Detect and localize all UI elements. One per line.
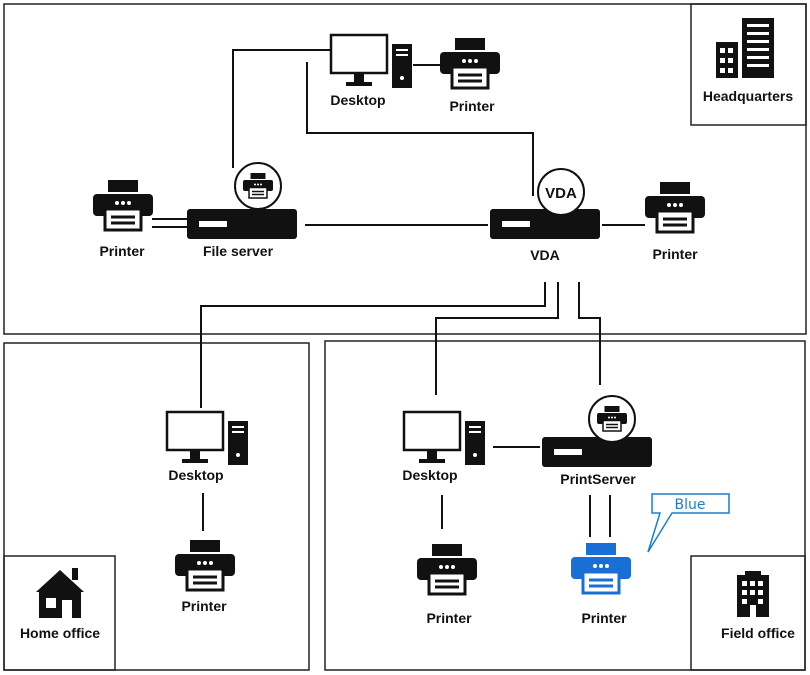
- field-printer-left-icon[interactable]: [415, 542, 479, 596]
- blue-callout-text: Blue: [675, 497, 706, 513]
- headquarters-region: [3, 3, 807, 335]
- file-server-printer-badge-icon: [235, 163, 281, 209]
- link-vda-home-desktop: [200, 282, 546, 408]
- print-server-printer-badge-icon: [589, 396, 635, 442]
- vda-badge-label: VDA: [545, 185, 577, 202]
- hq-printer-right-icon[interactable]: [643, 180, 707, 234]
- field-office-label: Field office: [721, 625, 795, 641]
- headquarters-label: Headquarters: [703, 88, 793, 104]
- hq-printer-left-label: Printer: [99, 243, 145, 259]
- field-office-region: [324, 340, 806, 671]
- home-desktop-icon[interactable]: [165, 410, 250, 467]
- hq-desktop-icon[interactable]: [329, 33, 414, 90]
- field-office-label-box: [690, 555, 806, 671]
- headquarters-label-box: [690, 3, 807, 126]
- link-desktop-fileserver: [232, 49, 332, 168]
- print-server-label: PrintServer: [560, 471, 636, 487]
- hq-printer-left-icon[interactable]: [91, 178, 155, 232]
- link-vda-field-desktop: [435, 282, 559, 395]
- field-office-building-icon: [737, 571, 769, 617]
- field-desktop-label: Desktop: [402, 467, 457, 483]
- home-desktop-label: Desktop: [168, 467, 223, 483]
- field-printer-blue-label: Printer: [581, 610, 627, 626]
- house-icon: [36, 568, 84, 618]
- field-printer-left-label: Printer: [426, 610, 472, 626]
- home-office-label: Home office: [20, 625, 100, 641]
- home-printer-label: Printer: [181, 598, 227, 614]
- link-desktop-vda: [306, 62, 534, 196]
- home-office-region: [3, 342, 310, 671]
- hq-desktop-label: Desktop: [330, 92, 385, 108]
- home-office-label-box: [3, 555, 116, 671]
- field-desktop-icon[interactable]: [402, 410, 487, 467]
- link-vda-printserver: [578, 282, 601, 385]
- home-printer-icon[interactable]: [173, 538, 237, 592]
- hq-printer-top-label: Printer: [449, 98, 495, 114]
- hq-printer-right-label: Printer: [652, 246, 698, 262]
- vda-label: VDA: [530, 247, 560, 263]
- file-server-label: File server: [203, 243, 274, 259]
- headquarters-building-icon: [716, 18, 774, 78]
- connections: [152, 49, 645, 537]
- print-server-icon[interactable]: [542, 437, 652, 467]
- vda-server-icon[interactable]: [490, 209, 600, 239]
- hq-printer-top-icon[interactable]: [438, 36, 502, 90]
- blue-callout: Blue: [647, 493, 730, 553]
- field-printer-blue-icon[interactable]: [569, 541, 633, 595]
- vda-badge-icon: [537, 168, 585, 216]
- file-server-icon[interactable]: [187, 209, 297, 239]
